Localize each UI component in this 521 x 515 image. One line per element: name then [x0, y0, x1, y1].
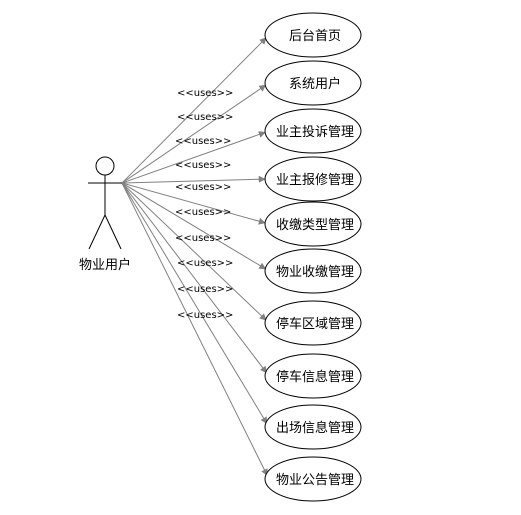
- association-line-uc-8: [121, 182, 268, 374]
- association-line-uc-2: [121, 84, 267, 184]
- use-case-uc-10: 物业公告管理: [264, 456, 362, 502]
- use-case-ellipse: [264, 156, 362, 202]
- actor-left-leg: [88, 214, 106, 250]
- stereotype-label: <<uses>>: [175, 233, 231, 244]
- use-case-ellipse: [264, 456, 362, 502]
- use-case-uc-8: 停车信息管理: [264, 353, 362, 399]
- use-case-label: 物业公告管理: [276, 473, 354, 488]
- association-line-uc-5: [121, 182, 266, 225]
- actor-name: 物业用户: [79, 257, 131, 273]
- stereotype-label: <<uses>>: [175, 207, 231, 218]
- stereotype-label: <<uses>>: [177, 258, 233, 269]
- association-lines: [121, 37, 268, 477]
- actor-right-leg: [104, 214, 122, 250]
- association-line-uc-1: [121, 37, 267, 184]
- stereotype-label: <<uses>>: [177, 310, 233, 321]
- use-case-uc-6: 物业收缴管理: [264, 248, 362, 294]
- stereotype-labels: <<uses>> <<uses>> <<uses>> <<uses>> <<uses>>…: [175, 88, 233, 321]
- use-case-label: 业主投诉管理: [276, 124, 354, 140]
- use-case-list: 后台首页系统用户业主投诉管理业主报修管理收缴类型管理物业收缴管理停车区域管理停车…: [264, 12, 362, 502]
- use-case-uc-1: 后台首页: [264, 12, 362, 58]
- use-case-ellipse: [264, 60, 362, 106]
- stereotype-label: <<uses>>: [177, 284, 233, 295]
- use-case-ellipse: [264, 404, 362, 450]
- use-case-uc-4: 业主报修管理: [264, 156, 362, 202]
- use-case-ellipse: [264, 108, 362, 154]
- stereotype-label: <<uses>>: [177, 88, 233, 99]
- use-case-label: 停车信息管理: [276, 369, 354, 385]
- use-case-label: 收缴类型管理: [276, 218, 354, 233]
- stereotype-label: <<uses>>: [177, 112, 233, 123]
- use-case-ellipse: [264, 300, 362, 346]
- stereotype-label: <<uses>>: [175, 160, 231, 171]
- actor-head: [95, 156, 115, 176]
- use-case-uc-9: 出场信息管理: [264, 404, 362, 450]
- use-case-uc-3: 业主投诉管理: [264, 108, 362, 154]
- use-case-label: 业主报修管理: [276, 173, 354, 188]
- association-line-uc-6: [121, 182, 267, 270]
- stereotype-label: <<uses>>: [175, 182, 231, 193]
- use-case-uc-5: 收缴类型管理: [264, 201, 362, 247]
- use-case-ellipse: [264, 353, 362, 399]
- association-line-uc-9: [121, 182, 268, 425]
- use-case-uc-2: 系统用户: [264, 60, 362, 106]
- use-case-label: 物业收缴管理: [276, 265, 354, 280]
- use-case-label: 后台首页: [289, 29, 341, 44]
- stereotype-label: <<uses>>: [175, 136, 231, 147]
- association-line-uc-7: [121, 182, 267, 321]
- use-case-ellipse: [264, 201, 362, 247]
- use-case-uc-7: 停车区域管理: [264, 300, 362, 346]
- association-line-uc-4: [121, 175, 266, 184]
- use-case-ellipse: [264, 248, 362, 294]
- use-case-label: 系统用户: [289, 76, 341, 92]
- association-line-uc-10: [121, 182, 268, 477]
- actor: 物业用户: [79, 156, 131, 273]
- use-case-label: 出场信息管理: [276, 420, 354, 436]
- association-line-uc-3: [121, 131, 266, 184]
- use-case-ellipse: [264, 12, 362, 58]
- use-case-label: 停车区域管理: [276, 316, 354, 332]
